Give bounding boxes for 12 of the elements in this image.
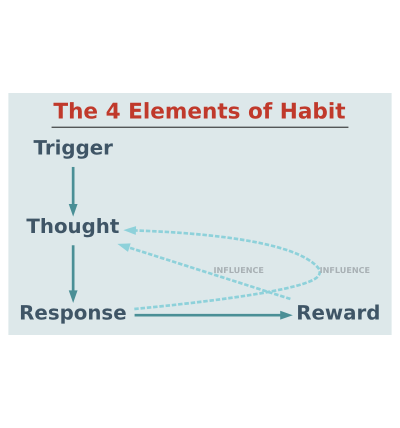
- node-text: Reward: [296, 301, 380, 324]
- arrow: [134, 310, 293, 320]
- arrow: [123, 226, 322, 310]
- diagram-title: The 4 Elements of Habit: [53, 99, 346, 124]
- arrow: [68, 245, 78, 303]
- arrow: [68, 166, 78, 217]
- arrow: [117, 243, 291, 300]
- node-text: Trigger: [34, 136, 113, 160]
- edge-label: INFLUENCE: [213, 265, 264, 276]
- node-text: Thought: [26, 214, 120, 238]
- node-text: Response: [19, 301, 127, 324]
- edge-label: INFLUENCE: [320, 265, 370, 276]
